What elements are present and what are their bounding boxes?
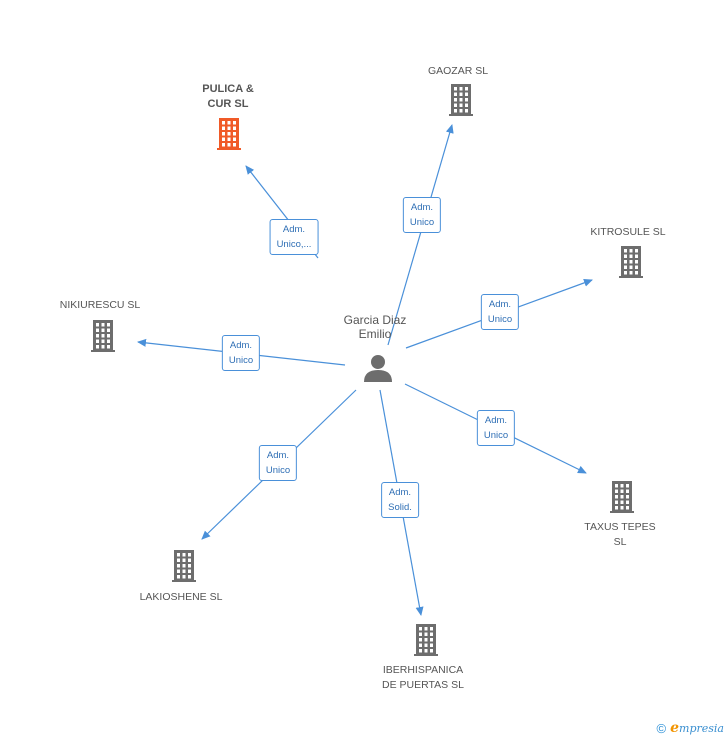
company-label-iberhispanica[interactable]: IBERHISPANICA DE PUERTAS SL — [382, 664, 464, 691]
relation-label-nikiurescu: Adm. Unico — [221, 335, 261, 371]
building-icon-taxus[interactable] — [610, 481, 634, 513]
center-person-label: Garcia Diaz Emilio — [343, 313, 407, 341]
footer-brand: © empresia — [657, 720, 724, 736]
relation-label-lakioshene: Adm. Unico — [258, 445, 298, 481]
building-icon-gaozar[interactable] — [449, 84, 473, 116]
building-icon-kitrosule[interactable] — [619, 246, 643, 278]
building-icon-pulica[interactable] — [217, 118, 241, 150]
company-label-pulica[interactable]: PULICA & CUR SL — [202, 83, 254, 110]
relation-label-pulica: Adm. Unico,... — [269, 219, 319, 255]
relation-label-gaozar: Adm. Unico — [402, 197, 442, 233]
relation-label-taxus: Adm. Unico — [476, 410, 516, 446]
edge-gaozar — [387, 124, 454, 346]
relation-label-kitrosule: Adm. Unico — [480, 294, 520, 330]
company-label-nikiurescu[interactable]: NIKIURESCU SL — [59, 299, 141, 311]
building-icon-nikiurescu[interactable] — [91, 320, 115, 352]
building-icon-iberhispanica[interactable] — [414, 624, 438, 656]
company-label-kitrosule[interactable]: KITROSULE SL — [590, 226, 666, 238]
company-label-taxus[interactable]: TAXUS TEPES SL — [584, 521, 656, 548]
relation-label-iberhispanica: Adm. Solid. — [381, 482, 419, 518]
copyright-icon: © — [656, 720, 667, 736]
company-label-lakioshene[interactable]: LAKIOSHENE SL — [139, 591, 223, 603]
building-icon-lakioshene[interactable] — [172, 550, 196, 582]
empresia-logo[interactable]: empresia — [670, 720, 724, 736]
person-icon[interactable] — [364, 355, 392, 382]
company-label-gaozar[interactable]: GAOZAR SL — [427, 65, 489, 77]
